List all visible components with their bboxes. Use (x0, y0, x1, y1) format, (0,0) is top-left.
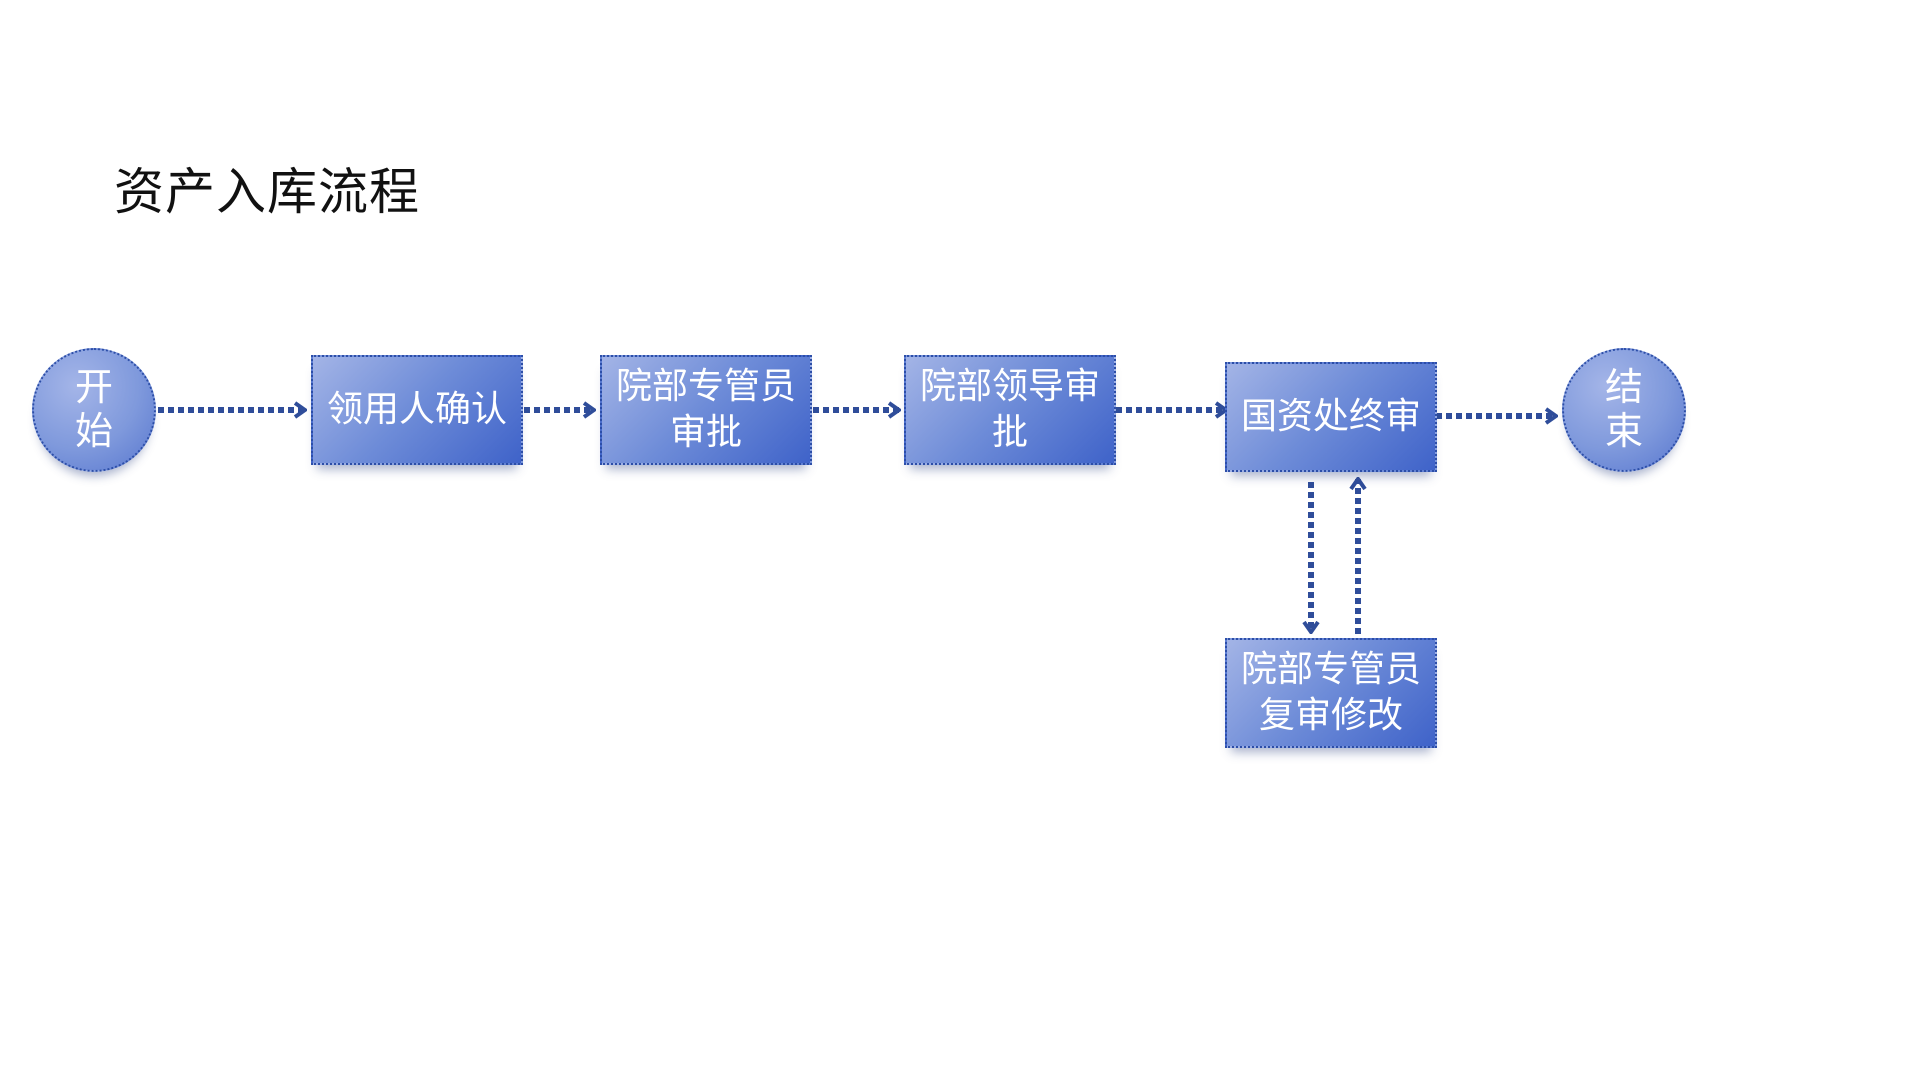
node-confirm[interactable]: 领用人确认 (311, 355, 523, 465)
node-start[interactable]: 开始 (32, 348, 156, 472)
node-dept-admin-label: 院部专管员审批 (615, 365, 796, 453)
node-final-review-label: 国资处终审 (1240, 395, 1421, 437)
node-final-review[interactable]: 国资处终审 (1225, 362, 1437, 472)
node-start-label: 开始 (74, 365, 113, 453)
node-dept-leader[interactable]: 院部领导审批 (904, 355, 1116, 465)
node-dept-leader-label: 院部领导审批 (919, 365, 1100, 453)
page-title: 资产入库流程 (114, 163, 420, 221)
node-revise[interactable]: 院部专管员复审修改 (1225, 638, 1437, 748)
node-end-label: 结束 (1604, 365, 1643, 453)
node-confirm-label: 领用人确认 (326, 388, 507, 430)
node-end[interactable]: 结束 (1562, 348, 1686, 472)
node-revise-label: 院部专管员复审修改 (1240, 648, 1421, 736)
node-dept-admin[interactable]: 院部专管员审批 (600, 355, 812, 465)
